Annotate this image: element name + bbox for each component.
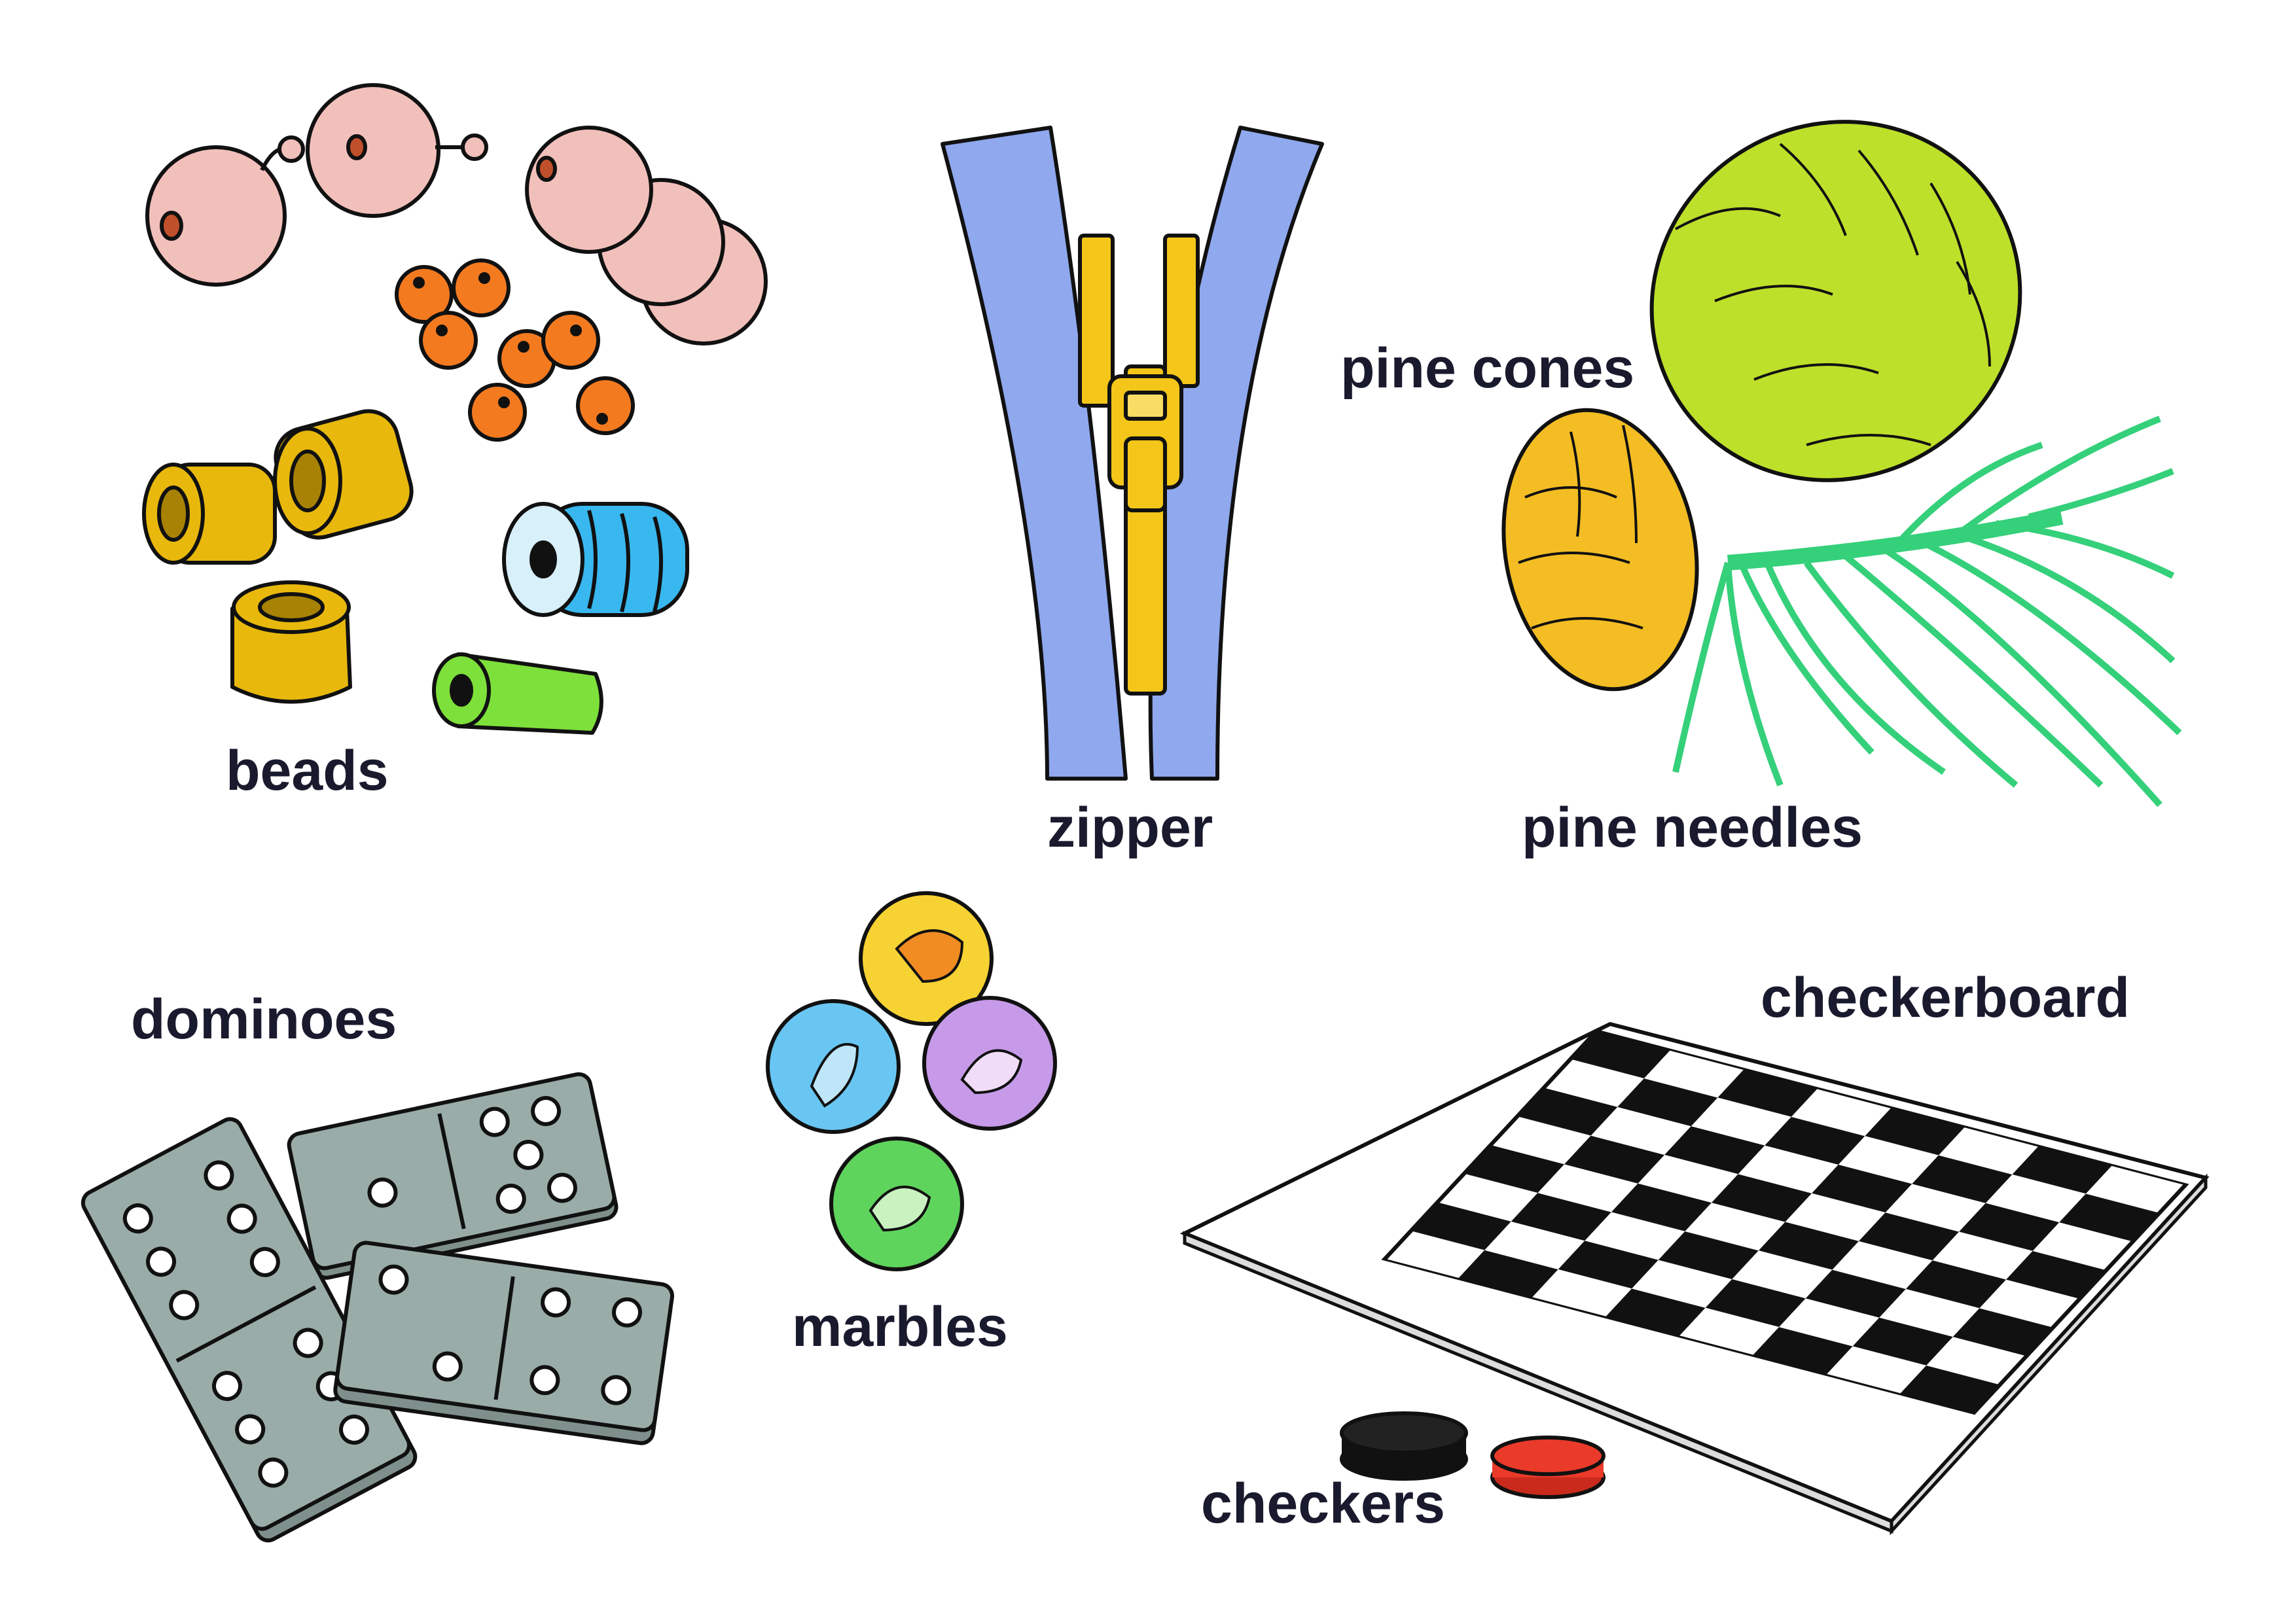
red-checker — [1490, 1436, 1605, 1499]
green-bead — [432, 652, 603, 735]
checkers-icon — [1340, 1411, 1605, 1499]
blue-bead — [502, 502, 689, 617]
orange-beads — [395, 258, 635, 442]
green-pine-cone — [1649, 120, 2022, 482]
label-zipper: zipper — [1047, 796, 1213, 859]
checkerboard-icon — [1179, 1021, 2210, 1536]
gold-beads — [142, 409, 414, 704]
black-checker — [1340, 1411, 1468, 1481]
zipper-icon — [941, 126, 1324, 781]
domino-3 — [333, 1241, 674, 1445]
domino-1 — [287, 1072, 619, 1280]
beads-icon — [142, 83, 768, 735]
pine-needles-icon — [1672, 415, 2182, 807]
pine-cones-icon — [1501, 120, 2022, 692]
pink-bead-3 — [525, 126, 768, 345]
marble-purple — [922, 996, 1057, 1131]
label-marbles: marbles — [792, 1296, 1008, 1358]
marble-blue — [766, 999, 901, 1134]
label-dominoes: dominoes — [131, 988, 397, 1051]
pink-bead-2 — [306, 83, 488, 218]
zipper-left-tape — [941, 126, 1128, 781]
label-pine-needles: pine needles — [1522, 796, 1863, 859]
gold-pine-cone — [1501, 408, 1699, 692]
label-pine-cones: pine cones — [1340, 337, 1635, 400]
zipper-slider — [1107, 374, 1183, 512]
marble-yellow — [859, 891, 994, 1026]
marbles-icon — [766, 891, 1057, 1271]
label-beads: beads — [226, 739, 389, 802]
pink-bead-1 — [145, 135, 305, 287]
label-checkers: checkers — [1201, 1472, 1445, 1535]
marble-green — [829, 1137, 964, 1271]
label-checkerboard: checkerboard — [1761, 966, 2130, 1029]
dominoes-icon — [81, 1072, 674, 1543]
